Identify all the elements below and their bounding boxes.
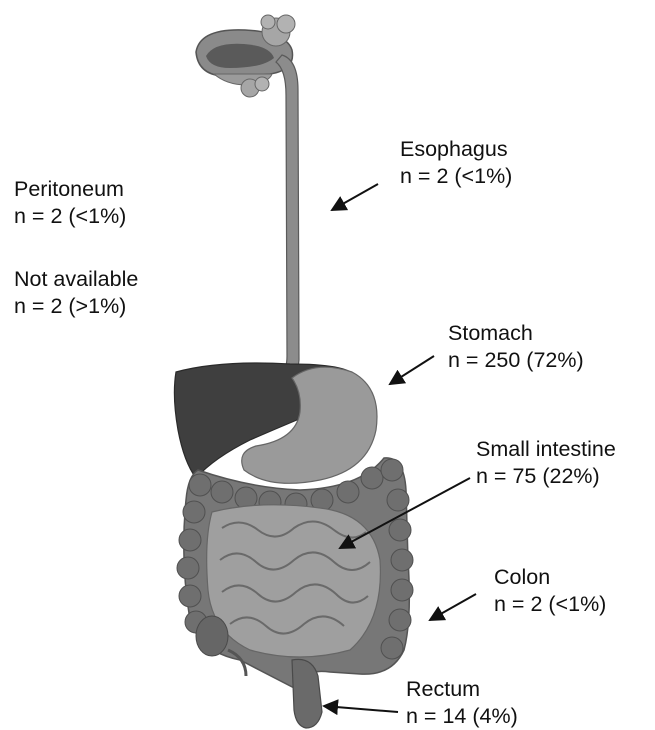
colon-label: Colon n = 2 (<1%) (494, 564, 606, 618)
peritoneum-count: n = 2 (<1%) (14, 203, 126, 230)
stomach-label: Stomach n = 250 (72%) (448, 320, 584, 374)
small-intestine-label: Small intestine n = 75 (22%) (476, 436, 616, 490)
stomach-arrow (390, 356, 434, 384)
mouth-region (196, 15, 295, 97)
stomach-name: Stomach (448, 320, 584, 347)
colon-arrow (430, 594, 476, 620)
not-available-count: n = 2 (>1%) (14, 293, 138, 320)
esophagus-tube (276, 55, 299, 378)
colon-count: n = 2 (<1%) (494, 591, 606, 618)
esophagus-label: Esophagus n = 2 (<1%) (400, 136, 512, 190)
colon-name: Colon (494, 564, 606, 591)
esophagus-count: n = 2 (<1%) (400, 163, 512, 190)
small-intestine-count: n = 75 (22%) (476, 463, 616, 490)
cecum-shape (196, 616, 228, 656)
stomach-count: n = 250 (72%) (448, 347, 584, 374)
not-available-name: Not available (14, 266, 138, 293)
esophagus-name: Esophagus (400, 136, 512, 163)
not-available-label: Not available n = 2 (>1%) (14, 266, 138, 320)
small-intestine-name: Small intestine (476, 436, 616, 463)
esophagus-arrow (332, 184, 378, 210)
rectum-count: n = 14 (4%) (406, 703, 518, 730)
peritoneum-label: Peritoneum n = 2 (<1%) (14, 176, 126, 230)
rectum-arrow (324, 706, 398, 712)
rectum-label: Rectum n = 14 (4%) (406, 676, 518, 730)
peritoneum-name: Peritoneum (14, 176, 126, 203)
rectum-name: Rectum (406, 676, 518, 703)
